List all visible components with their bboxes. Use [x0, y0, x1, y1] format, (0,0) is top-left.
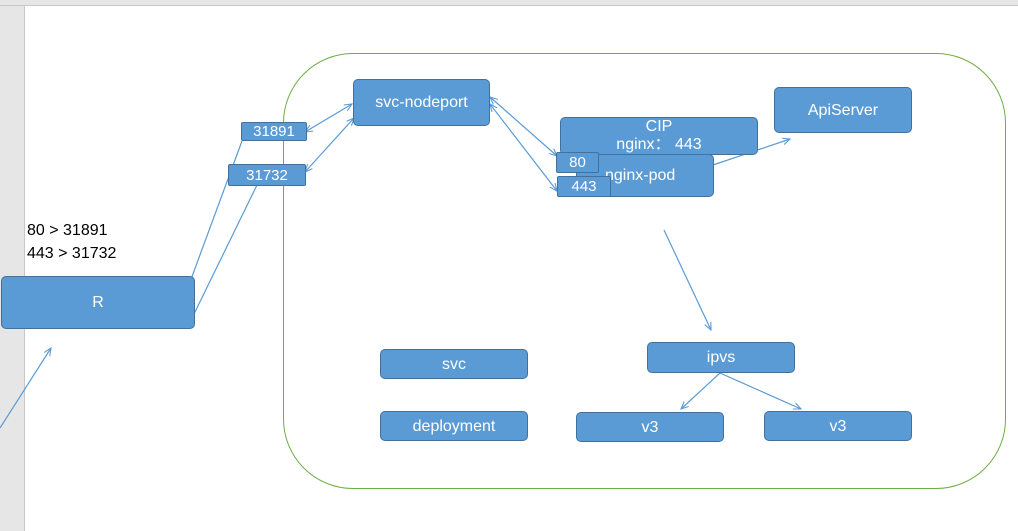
cluster-ip-node[interactable]: CIP nginx： 443 [560, 117, 758, 155]
line-router-to-31732 [193, 184, 258, 315]
mapping-label-443: 443 > 31732 [27, 245, 117, 262]
nginx-pod-label: nginx-pod [605, 167, 676, 184]
svc-nodeport-node[interactable]: svc-nodeport [353, 79, 490, 126]
mapping-label-80: 80 > 31891 [27, 222, 108, 239]
node-port-31891[interactable]: 31891 [241, 122, 307, 141]
ipvs-node[interactable]: ipvs [647, 342, 795, 373]
cluster-boundary [283, 53, 1006, 489]
router-node[interactable]: R [1, 276, 195, 329]
page-left-margin [0, 0, 25, 531]
v3-left-node[interactable]: v3 [576, 412, 724, 442]
line-router-to-31891 [189, 140, 243, 283]
pod-port-443[interactable]: 443 [557, 176, 611, 197]
apiserver-node[interactable]: ApiServer [774, 87, 912, 133]
v3-right-node[interactable]: v3 [764, 411, 912, 441]
deployment-node[interactable]: deployment [380, 411, 528, 441]
page-top-margin [0, 0, 1018, 6]
node-port-31732[interactable]: 31732 [228, 164, 306, 186]
pod-port-80[interactable]: 80 [556, 152, 599, 173]
svc-node[interactable]: svc [380, 349, 528, 379]
